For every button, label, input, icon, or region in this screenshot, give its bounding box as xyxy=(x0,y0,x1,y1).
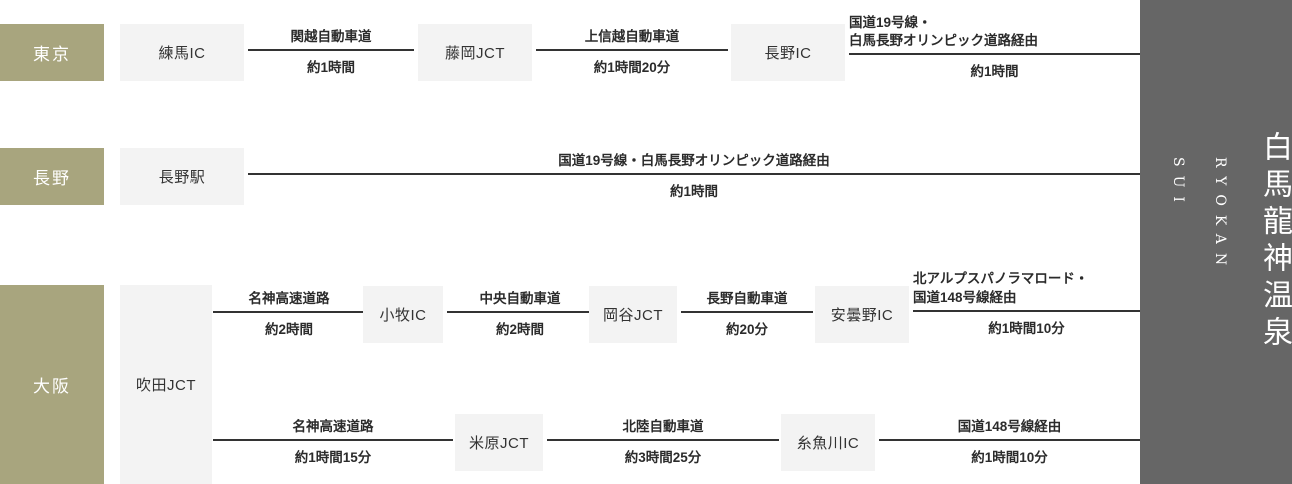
segment-route148-time: 約1時間10分 xyxy=(971,450,1048,466)
segment-panorama-road-rule xyxy=(913,309,1140,312)
segment-nagano-expressway-label: 長野自動車道 xyxy=(706,290,788,306)
segment-route19-tokyo-label: 国道19号線・ 白馬長野オリンピック道路経由 xyxy=(849,14,1038,48)
node-okaya-jct: 岡谷JCT xyxy=(589,286,677,343)
node-komaki-ic: 小牧IC xyxy=(363,286,443,343)
segment-route19-tokyo-time: 約1時間 xyxy=(970,64,1019,80)
segment-meishin-maibara-rule xyxy=(213,439,453,442)
origin-label-osaka: 大阪 xyxy=(0,285,104,484)
segment-chuo-time: 約2時間 xyxy=(495,322,544,338)
segment-meishin-komaki-label: 名神高速道路 xyxy=(248,290,330,306)
segment-route148-rule xyxy=(879,439,1140,442)
segment-meishin-komaki-time: 約2時間 xyxy=(264,322,313,338)
segment-route148: 国道148号線経由 約1時間10分 xyxy=(879,400,1140,484)
segment-joshinetsu-time: 約1時間20分 xyxy=(593,60,671,76)
segment-kanetsu-time: 約1時間 xyxy=(306,60,355,76)
brand-romaji-vertical: RYOKAN SUI xyxy=(1143,157,1255,274)
origin-label-tokyo: 東京 xyxy=(0,24,104,81)
brand-romaji-sui: SUI xyxy=(1170,157,1186,211)
segment-chuo-rule xyxy=(447,311,593,314)
node-suita-jct: 吹田JCT xyxy=(120,285,212,484)
node-nagano-ic: 長野IC xyxy=(731,24,845,81)
segment-chuo: 中央自動車道 約2時間 xyxy=(447,272,593,356)
segment-kanetsu: 関越自動車道 約1時間 xyxy=(248,10,414,94)
segment-joshinetsu-rule xyxy=(536,49,728,52)
segment-route148-label: 国道148号線経由 xyxy=(957,418,1062,434)
segment-joshinetsu-label: 上信越自動車道 xyxy=(584,28,680,44)
segment-route19-nagano-time: 約1時間 xyxy=(669,184,718,200)
node-maibara-jct: 米原JCT xyxy=(455,414,543,471)
segment-joshinetsu: 上信越自動車道 約1時間20分 xyxy=(536,10,728,94)
segment-hokuriku-label: 北陸自動車道 xyxy=(622,418,704,434)
segment-nagano-expressway-time: 約20分 xyxy=(725,322,769,338)
brand-romaji-ryokan: RYOKAN xyxy=(1212,157,1228,275)
segment-meishin-maibara-label: 名神高速道路 xyxy=(292,418,374,434)
segment-route19-nagano-rule xyxy=(248,173,1140,176)
segment-meishin-maibara-time: 約1時間15分 xyxy=(294,450,372,466)
segment-nagano-expressway-rule xyxy=(681,311,813,314)
node-azumino-ic: 安曇野IC xyxy=(815,286,909,343)
node-fujioka-jct: 藤岡JCT xyxy=(418,24,532,81)
segment-hokuriku-time: 約3時間25分 xyxy=(624,450,702,466)
segment-hokuriku: 北陸自動車道 約3時間25分 xyxy=(547,400,779,484)
origin-label-nagano: 長野 xyxy=(0,148,104,205)
segment-meishin-komaki-rule xyxy=(213,311,365,314)
segment-hokuriku-rule xyxy=(547,439,779,442)
brand-panel: 白馬龍神温泉 RYOKAN SUI xyxy=(1140,0,1292,484)
node-nagano-station: 長野駅 xyxy=(120,148,244,205)
segment-route19-tokyo: 国道19号線・ 白馬長野オリンピック道路経由 約1時間 xyxy=(849,0,1140,94)
brand-lockup: 白馬龍神温泉 RYOKAN SUI xyxy=(1143,131,1292,353)
segment-panorama-road-label: 北アルプスパノラマロード・ 国道148号線経由 xyxy=(913,271,1089,305)
segment-kanetsu-label: 関越自動車道 xyxy=(290,28,372,44)
node-itoigawa-ic: 糸魚川IC xyxy=(781,414,875,471)
segment-meishin-komaki: 名神高速道路 約2時間 xyxy=(213,272,365,356)
segment-route19-tokyo-rule xyxy=(849,53,1140,56)
segment-meishin-maibara: 名神高速道路 約1時間15分 xyxy=(213,400,453,484)
segment-nagano-expressway: 長野自動車道 約20分 xyxy=(681,272,813,356)
node-nerima-ic: 練馬IC xyxy=(120,24,244,81)
segment-kanetsu-rule xyxy=(248,49,414,52)
segment-panorama-road-time: 約1時間10分 xyxy=(988,320,1065,336)
segment-panorama-road: 北アルプスパノラマロード・ 国道148号線経由 約1時間10分 xyxy=(913,255,1140,352)
segment-route19-nagano: 国道19号線・白馬長野オリンピック道路経由 約1時間 xyxy=(248,134,1140,218)
segment-route19-nagano-label: 国道19号線・白馬長野オリンピック道路経由 xyxy=(558,152,830,168)
brand-kanji-vertical: 白馬龍神温泉 xyxy=(1257,131,1292,353)
segment-chuo-label: 中央自動車道 xyxy=(479,290,561,306)
